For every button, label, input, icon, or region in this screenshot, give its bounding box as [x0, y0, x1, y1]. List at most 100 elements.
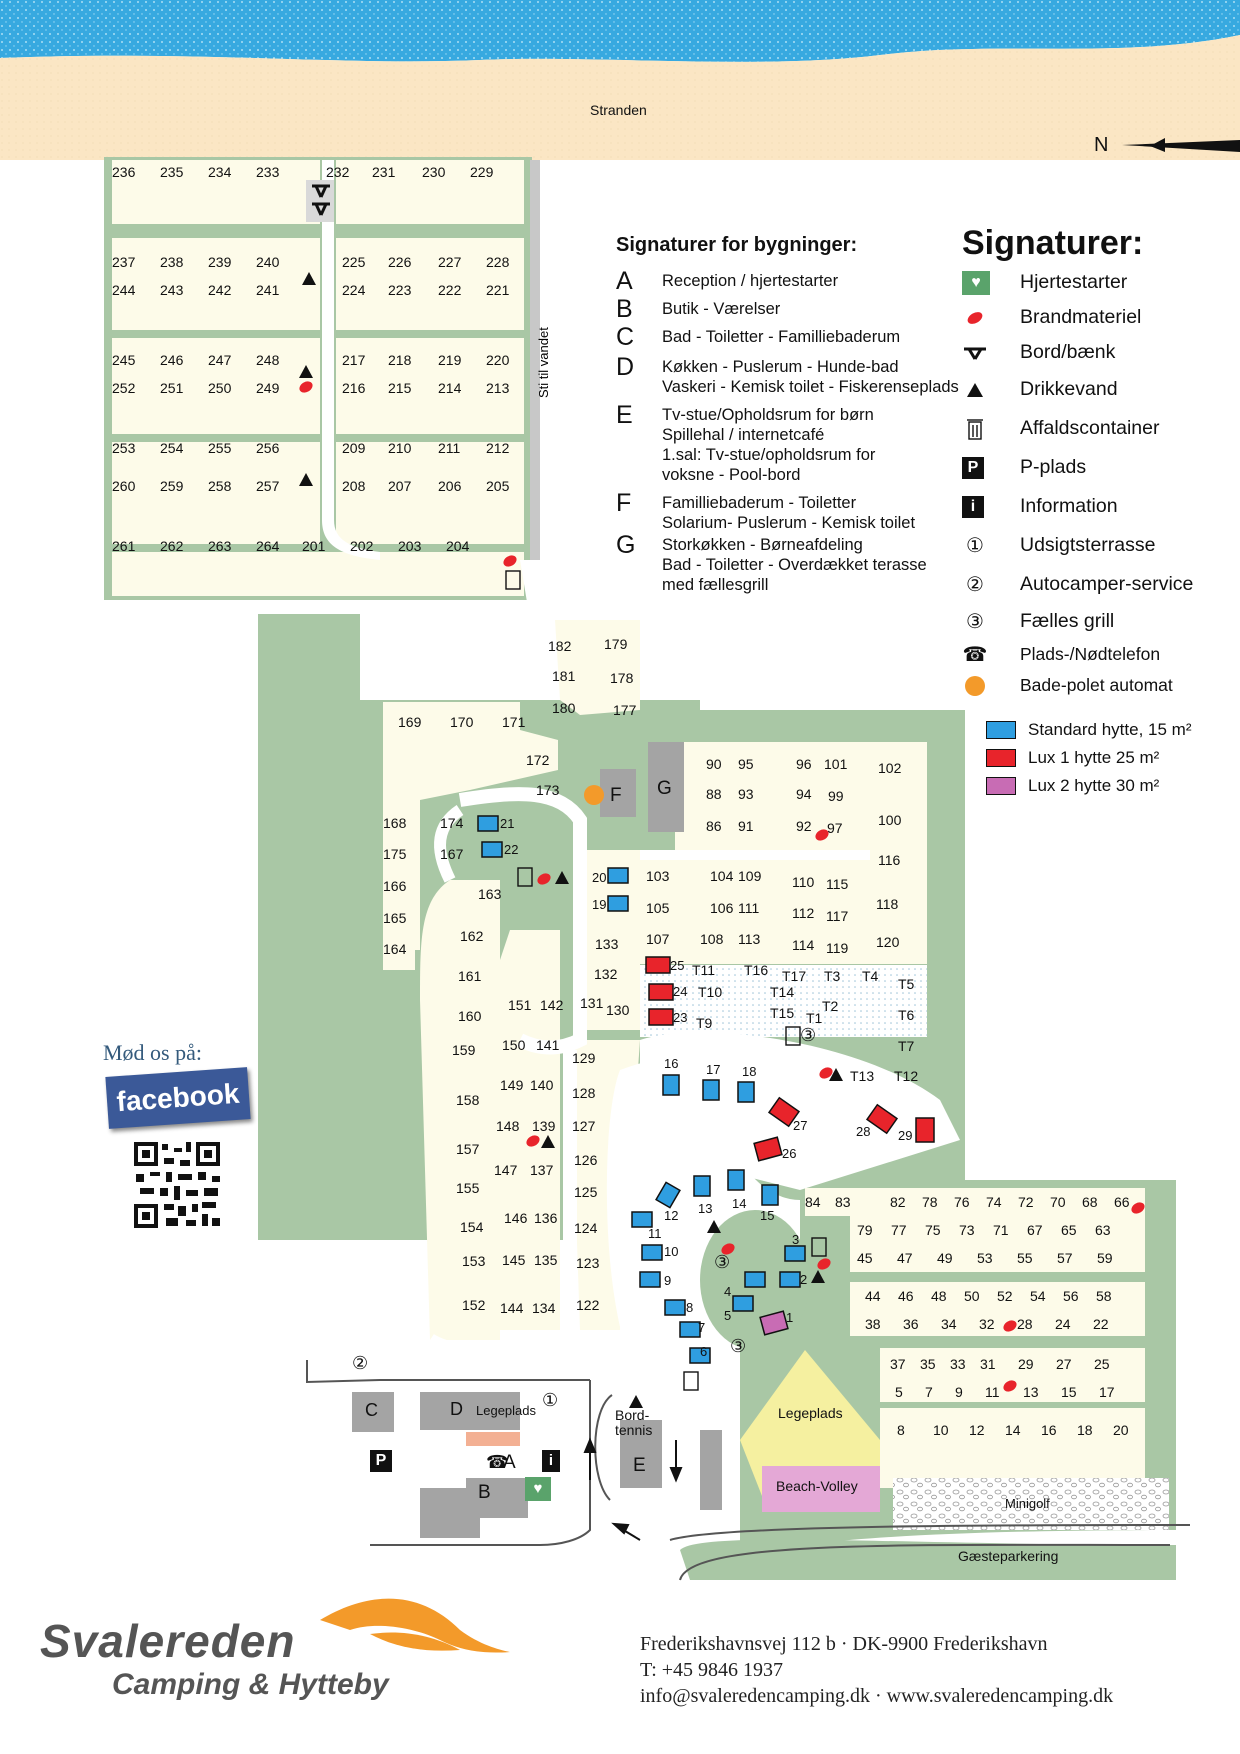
pitch: 164 [383, 941, 407, 957]
hut-standard-swatch [986, 721, 1016, 739]
beach-label: Stranden [590, 102, 647, 118]
pitch: 150 [502, 1037, 526, 1053]
pitch: 126 [574, 1152, 598, 1168]
pitch: 92 [796, 818, 812, 834]
hut-number: 9 [664, 1273, 672, 1288]
legend-label: Bade-polet automat [1020, 675, 1173, 695]
hut-number: 1 [786, 1310, 794, 1325]
pitch: 163 [478, 886, 502, 902]
pitch: 179 [604, 636, 628, 652]
pitch: 78 [922, 1194, 938, 1210]
pitch: T7 [898, 1038, 915, 1054]
hut-number: 7 [698, 1320, 706, 1335]
playground-label: Legeplads [778, 1405, 843, 1421]
hut-number: 14 [732, 1196, 747, 1211]
pitch: 110 [792, 874, 815, 890]
pitch: 258 [208, 478, 232, 494]
pitch: 175 [383, 846, 407, 862]
pitch: 27 [1056, 1356, 1072, 1372]
pitch: 7 [925, 1384, 933, 1400]
legend-label: Drikkevand [1020, 378, 1118, 400]
pitch: 132 [594, 966, 618, 982]
pitch: 218 [388, 352, 412, 368]
pitch: 70 [1050, 1194, 1066, 1210]
pitch-row-top: 236 235 234 233 232 231 230 229 [112, 164, 516, 180]
pitch: 125 [574, 1184, 598, 1200]
legend-label: Affaldscontainer [1020, 417, 1160, 439]
pitch: T1 [806, 1010, 823, 1026]
pitch: 263 [208, 538, 232, 554]
legend-label: Hjertestarter [1020, 271, 1128, 293]
telephone-icon: ☎ [486, 1452, 509, 1472]
pitch: 220 [486, 352, 510, 368]
pitch: 71 [993, 1222, 1009, 1238]
hut-legend-label: Lux 1 hytte 25 m² [1028, 748, 1160, 767]
pitch: 141 [536, 1037, 560, 1053]
pitch: 215 [388, 380, 412, 396]
pitch: 166 [383, 878, 407, 894]
legend-label: Bord/bænk [1020, 341, 1116, 363]
legend-description: Reception / hjertestarter [662, 272, 839, 290]
web-contact[interactable]: info@svaleredencamping.dk · www.svalered… [640, 1685, 1114, 1707]
symbol-legend: Signaturer: ♥ Hjertestarter Brandmaterie… [962, 224, 1193, 701]
pitch: 57 [1057, 1250, 1073, 1266]
building-c-label: C [365, 1400, 378, 1420]
pitch: 233 [256, 164, 280, 180]
pitch: 130 [606, 1002, 630, 1018]
pitch: 129 [572, 1050, 596, 1066]
pitch: 178 [610, 670, 634, 686]
hut-number: 19 [592, 897, 607, 912]
pitch: 262 [160, 538, 184, 554]
pitch: 207 [388, 478, 412, 494]
hut-number: 11 [648, 1226, 662, 1241]
drinking-water-markers [299, 272, 843, 1408]
pitch: 216 [342, 380, 366, 396]
pitch: 202 [350, 538, 374, 554]
pitch: 219 [438, 352, 462, 368]
pitch: 24 [1055, 1316, 1071, 1332]
pitch: 170 [450, 714, 474, 730]
facebook-button[interactable]: facebook [105, 1067, 251, 1129]
pitch: 101 [824, 756, 848, 772]
pitch: 149 [500, 1077, 524, 1093]
pitch: 120 [876, 934, 900, 950]
pitch: 113 [738, 931, 761, 947]
building-f-label: F [610, 785, 622, 806]
pitch: 213 [486, 380, 510, 396]
guest-parking-label: Gæsteparkering [958, 1548, 1059, 1564]
north-arrow-icon [1122, 138, 1240, 152]
pitch: 14 [1005, 1422, 1021, 1438]
hut-number: 23 [673, 1010, 688, 1025]
pitch: 58 [1096, 1288, 1112, 1304]
direction-arrows [583, 1437, 683, 1541]
pitch: 95 [738, 756, 754, 772]
legend-description: Familliebaderum - Toiletter Solarium- Pu… [662, 494, 916, 532]
pitch: 169 [398, 714, 422, 730]
pitch: 56 [1063, 1288, 1079, 1304]
hut-number: 16 [664, 1056, 679, 1071]
north-label: N [1094, 134, 1109, 156]
pitch: 119 [826, 940, 849, 956]
view-terrace-icon: ① [542, 1390, 559, 1410]
pitch: 221 [486, 282, 510, 298]
hut-legend-lux2: Lux 2 hytte 30 m² [986, 772, 1191, 800]
information-icon: i [542, 1450, 560, 1472]
legend-item: ☎ Plads-/Nødtelefon [962, 639, 1193, 670]
pitch: 11 [985, 1384, 1000, 1400]
pitch: 137 [530, 1162, 554, 1178]
pitch: 15 [1061, 1384, 1077, 1400]
pitch: 49 [937, 1250, 953, 1266]
legend-label: P-plads [1020, 456, 1087, 478]
hut-number: 22 [504, 842, 519, 857]
pitch: 66 [1114, 1194, 1130, 1210]
heart-defibrillator-icon: ♥ [962, 270, 990, 295]
qr-code-icon[interactable] [132, 1140, 222, 1230]
pitch: 181 [552, 668, 576, 684]
pitch: 83 [835, 1194, 851, 1210]
pitch: 174 [440, 815, 464, 831]
pitch: T12 [894, 1068, 919, 1084]
